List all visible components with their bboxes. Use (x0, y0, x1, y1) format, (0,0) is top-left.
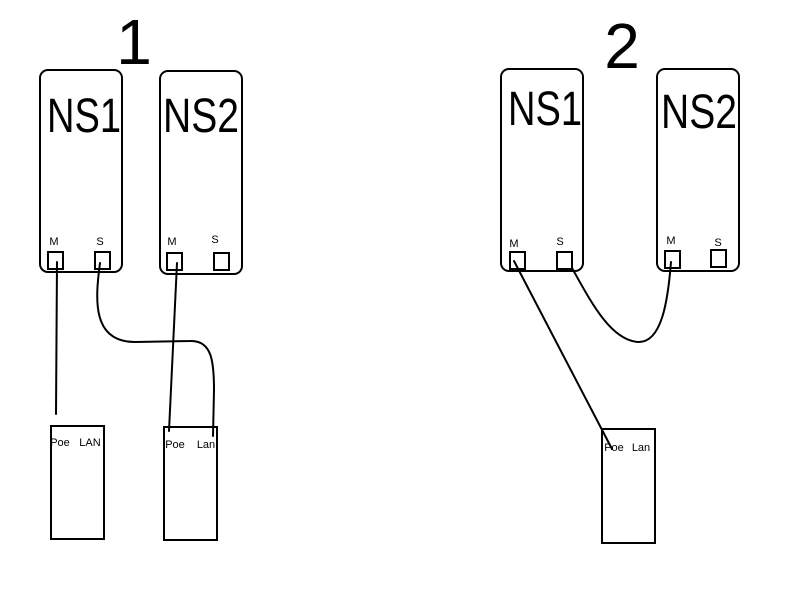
diagram-1-ns1-port-s (94, 251, 111, 270)
diagram-2-switch-poe-label: Poe (604, 442, 624, 454)
diagram-1-switch-a-box (50, 425, 105, 540)
diagram-2-ns2-label: NS2 (661, 86, 737, 139)
diagram-1-ns2-port-m-label: M (167, 236, 176, 248)
diagram-1-wire-ns2-m-to-switch-b-poe (168, 262, 178, 432)
diagram-1-switch-a-lan-label: LAN (79, 437, 100, 449)
diagram-2-ns2-port-s-label: S (714, 237, 721, 249)
diagram-1-wire-ns1-s-to-switch-b-lan (96, 262, 216, 437)
diagram-1-ns2-device: NS2 M S (159, 70, 243, 275)
diagram-2-ns2-port-m (664, 250, 681, 269)
diagram-2-ns1-port-s (556, 251, 573, 270)
diagram-2-ns1-port-s-label: S (556, 236, 563, 248)
diagram-2-wire-ns1-m-to-switch-poe (513, 260, 613, 450)
diagram-1-switch-b-lan-label: Lan (197, 439, 215, 451)
diagram-2: 2 NS1 M S NS2 M S Poe Lan (500, 10, 740, 544)
diagram-1-switch-a: Poe LAN (50, 425, 105, 540)
diagram-1-ns1-port-m (47, 251, 64, 270)
diagram-2-switch-lan-label: Lan (632, 442, 650, 454)
diagram-2-number: 2 (604, 10, 640, 82)
diagram-1-switch-b-poe-label: Poe (165, 439, 185, 451)
diagram-1-ns2-label: NS2 (163, 90, 239, 143)
diagram-1-ns2-port-s (213, 252, 230, 271)
diagram-1-number: 1 (116, 6, 152, 78)
diagram-2-wire-ns1-s-to-ns2-m (571, 261, 672, 344)
diagram-1-wire-ns1-m-to-switch-a (55, 261, 58, 415)
diagram-1-ns2-port-s-label: S (211, 234, 218, 246)
diagram-1-ns2-port-m (166, 252, 183, 271)
diagram-1-switch-b-box (163, 426, 218, 541)
diagram-2-ns2-device: NS2 M S (656, 68, 740, 272)
diagram-2-ns2-port-s (710, 249, 727, 268)
diagram-1-ns1-port-m-label: M (49, 236, 58, 248)
diagram-2-ns2-port-m-label: M (666, 235, 675, 247)
diagram-2-ns1-box (500, 68, 584, 272)
diagram-2-ns1-port-m-label: M (509, 238, 518, 250)
diagram-2-ns1-device: NS1 M S (500, 68, 584, 272)
diagram-1-switch-a-poe-label: Poe (50, 437, 70, 449)
diagram-1-ns1-port-s-label: S (96, 236, 103, 248)
diagram-1-ns1-device: NS1 M S (39, 69, 123, 273)
diagram-2-ns2-box (656, 68, 740, 272)
diagram-2-switch: Poe Lan (601, 428, 656, 544)
diagram-1-ns2-box (159, 70, 243, 275)
diagram-2-ns1-label: NS1 (508, 83, 582, 136)
diagram-1-ns1-label: NS1 (47, 90, 121, 143)
diagram-1-switch-b: Poe Lan (163, 426, 218, 541)
diagram-1-ns1-box (39, 69, 123, 273)
diagram-1: 1 NS1 M S NS2 M S Poe LAN Poe (39, 6, 243, 541)
